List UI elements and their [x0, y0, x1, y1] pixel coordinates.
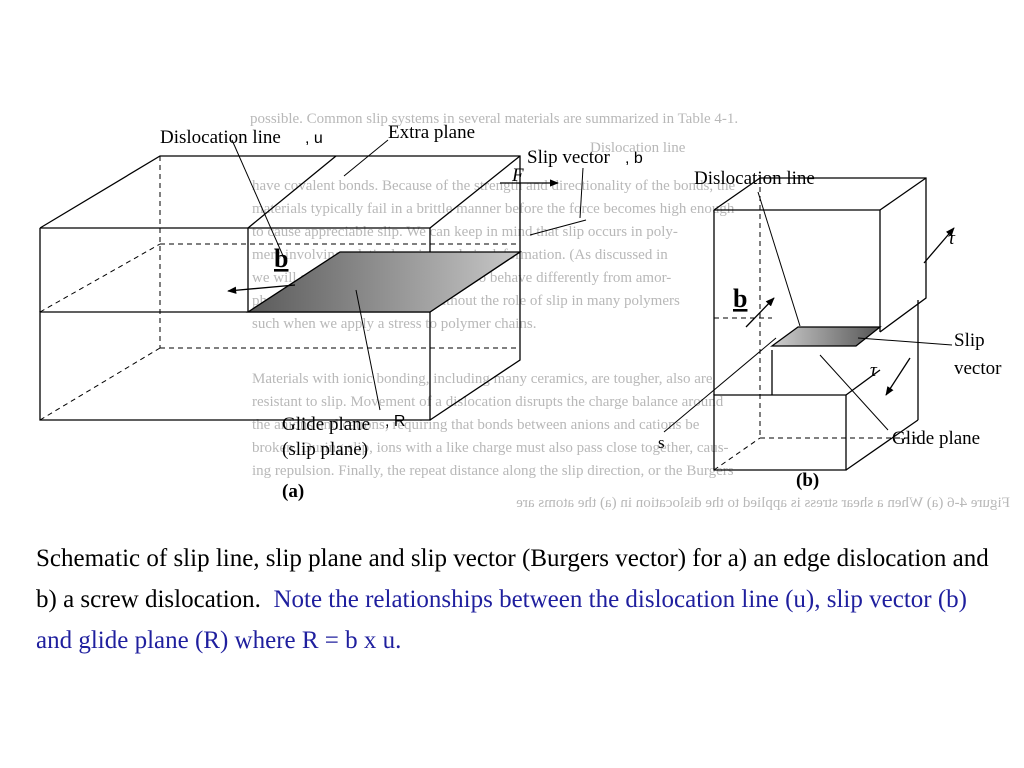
bg-line-10: Materials with ionic bonding, including …	[252, 371, 713, 387]
bg-line-5: to cause appreciable slip. We can keep i…	[252, 224, 678, 240]
label-u: , u	[305, 130, 323, 147]
svg-text:Figure 4-6 (a) When a shear s: Figure 4-6 (a) When a shear stress is ap…	[516, 495, 1010, 511]
leader-dislocation-line-a	[231, 139, 285, 259]
label-r: , R	[385, 413, 405, 430]
leader-glide-plane-b	[819, 354, 889, 431]
caption-main: Schematic of slip line, slip plane and s…	[36, 545, 989, 613]
leader-slip-vector	[579, 167, 584, 219]
upper-block-back	[39, 155, 521, 252]
label-tau-top: τ	[948, 228, 956, 249]
slipped-area-a	[245, 251, 523, 313]
label-s: s	[658, 433, 665, 452]
label-slip-vector: Slip vector	[527, 147, 611, 168]
leader-extra-plane	[343, 139, 389, 177]
figure-svg: possible. Common slip systems in several…	[39, 111, 1010, 511]
bg-line-4: materials typically fail in a brittle ma…	[252, 201, 735, 217]
label-vector-b: vector	[954, 358, 1002, 379]
panel-a-labels: Dislocation line , u Extra plane Slip ve…	[160, 122, 643, 502]
lower-block-b-top-right	[845, 369, 881, 396]
upper-block-b-top-right	[879, 177, 927, 211]
slipped-area-b	[770, 326, 882, 347]
label-extra-plane: Extra plane	[388, 122, 475, 143]
bg-line-12: the anions and cations, requiring that b…	[252, 417, 700, 433]
hidden-edges-b	[713, 178, 918, 471]
shear-arrow-top	[923, 227, 955, 264]
bg-line-2: Dislocation line	[590, 140, 686, 156]
burgers-arrow-a	[227, 284, 296, 294]
dislocation-figure: possible. Common slip systems in several…	[0, 105, 1024, 515]
panel-a-edge-dislocation	[39, 139, 587, 421]
shear-arrow-bottom	[885, 357, 911, 396]
extra-plane-top	[247, 155, 337, 229]
label-force: F	[511, 165, 524, 186]
slip-vector-line	[529, 219, 587, 236]
bg-line-1: possible. Common slip systems in several…	[250, 111, 738, 127]
bg-line-9: such when we apply a stress to polymer c…	[252, 316, 537, 332]
lower-block-b-bottom-right	[845, 419, 919, 471]
mirrored-caption: Figure 4-6 (a) When a shear stress is ap…	[516, 495, 1010, 511]
label-slip-plane: (slip plane)	[282, 439, 368, 460]
leader-slip-vector-b	[857, 337, 953, 346]
burgers-arrow-b	[745, 297, 775, 328]
label-tau-bottom: τ	[870, 360, 878, 381]
lower-block-b-front	[713, 394, 847, 471]
bg-line-13: broken. During slip, ions with a like ch…	[252, 440, 729, 456]
label-b-b: b	[733, 284, 747, 313]
bg-line-14: ing repulsion. Finally, the repeat dista…	[252, 463, 734, 479]
label-dislocation-line-a: Dislocation line	[160, 127, 281, 148]
bg-line-11: resistant to slip. Movement of a disloca…	[252, 394, 724, 410]
upper-block-edge-right	[429, 155, 521, 229]
panel-label-b: (b)	[796, 470, 819, 491]
label-b-a: b	[274, 244, 288, 273]
panel-b-labels: Dislocation line b τ τ Slip vector s Gli…	[658, 168, 1002, 491]
label-glide-plane-b: Glide plane	[892, 428, 980, 449]
caption: Schematic of slip line, slip plane and s…	[36, 538, 996, 661]
hidden-edges-a	[39, 156, 520, 421]
caption-note: Note the relationships between the dislo…	[36, 586, 967, 654]
label-b-suffix: , b	[625, 150, 643, 167]
leader-s	[663, 337, 777, 433]
label-dislocation-line-b: Dislocation line	[694, 168, 815, 189]
panel-label-a: (a)	[282, 481, 304, 502]
panel-b-screw-dislocation	[663, 177, 955, 471]
leader-dislocation-line-b	[757, 191, 801, 327]
label-glide-plane-a: Glide plane	[282, 414, 370, 435]
leader-glide-plane	[355, 289, 381, 411]
bg-line-3: have covalent bonds. Because of the stre…	[252, 178, 736, 194]
label-slip-b: Slip	[954, 330, 985, 351]
